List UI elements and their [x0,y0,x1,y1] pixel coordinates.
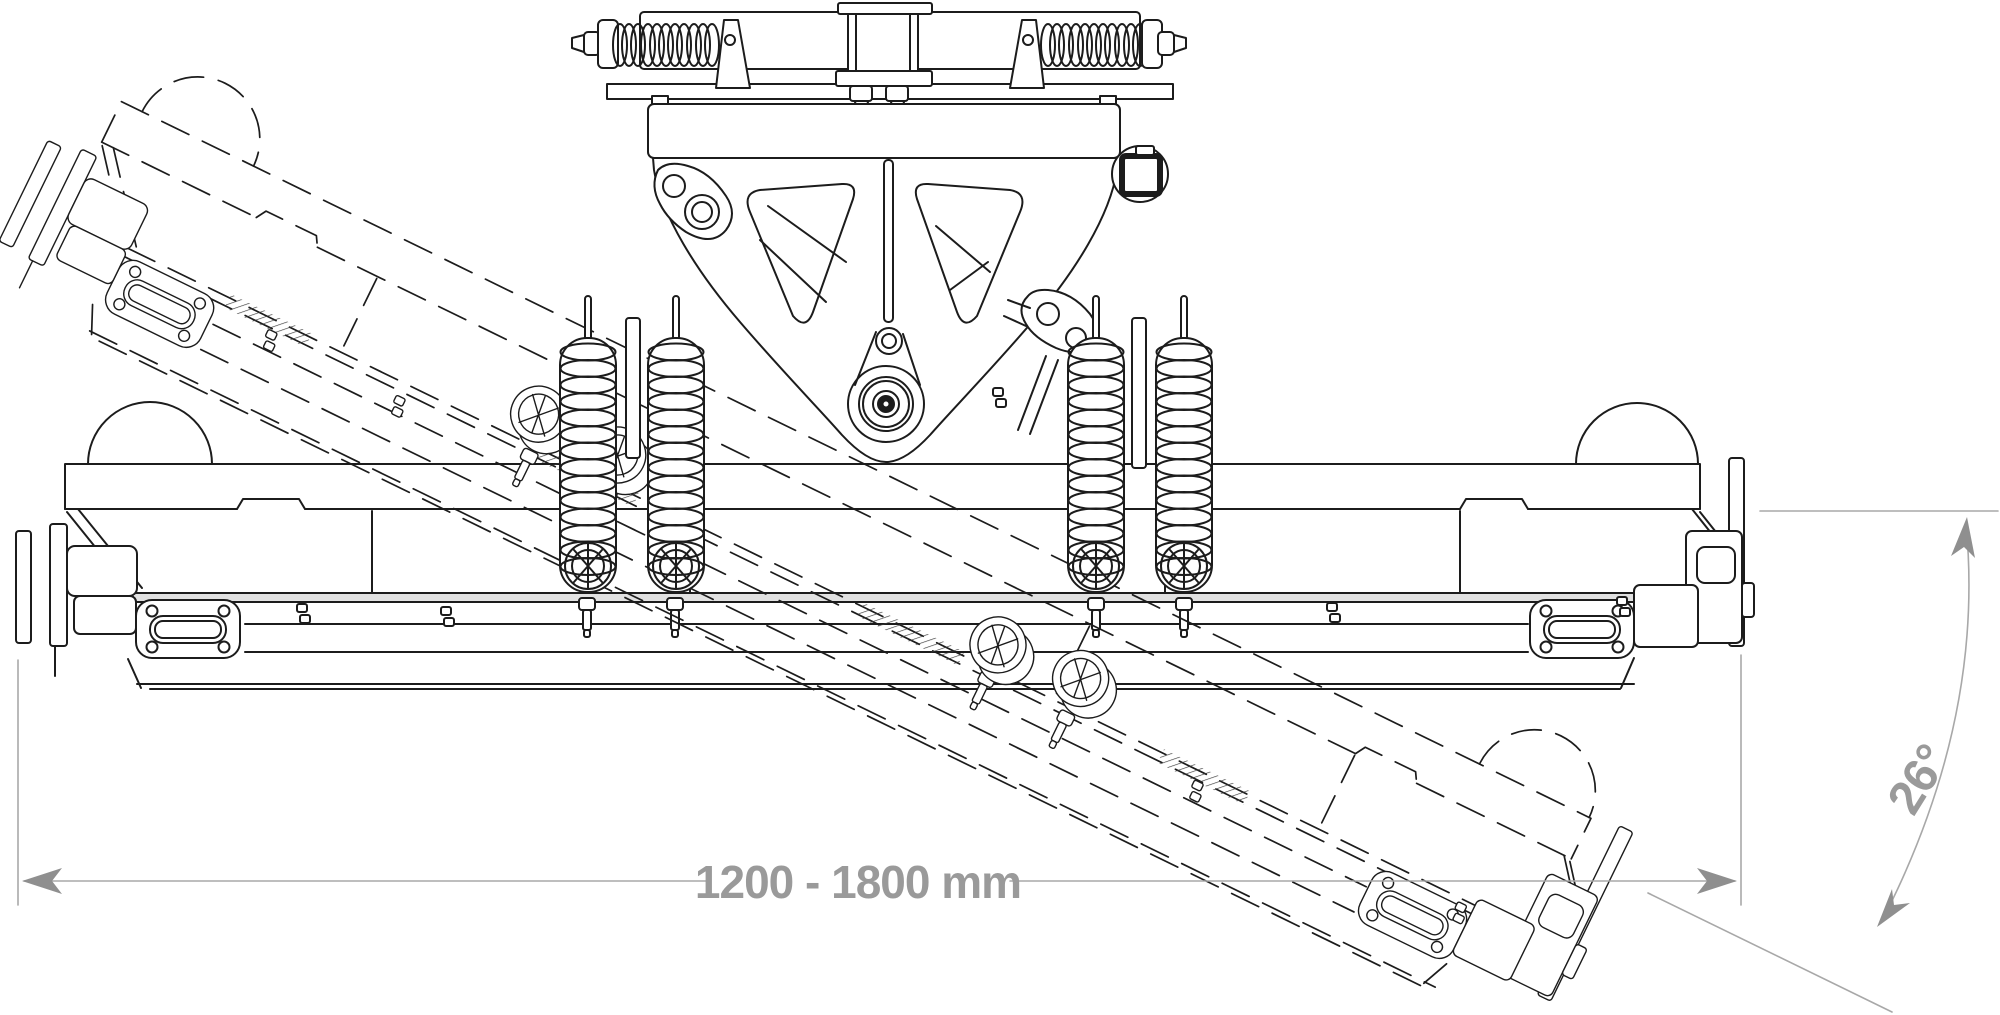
arrowhead-left [22,868,62,894]
spring-spacer-bar-right [1131,317,1147,469]
spring-spacer-bar-left [625,317,641,459]
tension-spring [647,295,705,593]
head-cutout-left [746,182,856,324]
tension-spring [559,295,617,593]
side-hook [1111,145,1169,203]
arrowhead-right [1697,868,1737,894]
head-top-band [647,103,1121,159]
center-hitch-block [835,2,933,109]
horizontal-spring-left [571,19,751,89]
tension-spring [1155,295,1213,593]
width-dimension: 1200 - 1800 mm [17,654,1742,908]
mounting-head-plate [652,157,1118,463]
mid-rail-band [135,594,1738,602]
head-center-slot [883,159,894,323]
arrowhead-down [1877,889,1910,927]
main-implement-body [16,401,1754,690]
center-pivot-bearing [847,365,925,443]
head-boss-upper-left [653,162,733,240]
width-dimension-label: 1200 - 1800 mm [695,856,1021,908]
top-linkage-frame [571,2,1187,203]
tension-spring-pairs [559,295,1213,593]
horizontal-spring-right [1009,19,1187,89]
arrowhead-up [1951,517,1975,558]
